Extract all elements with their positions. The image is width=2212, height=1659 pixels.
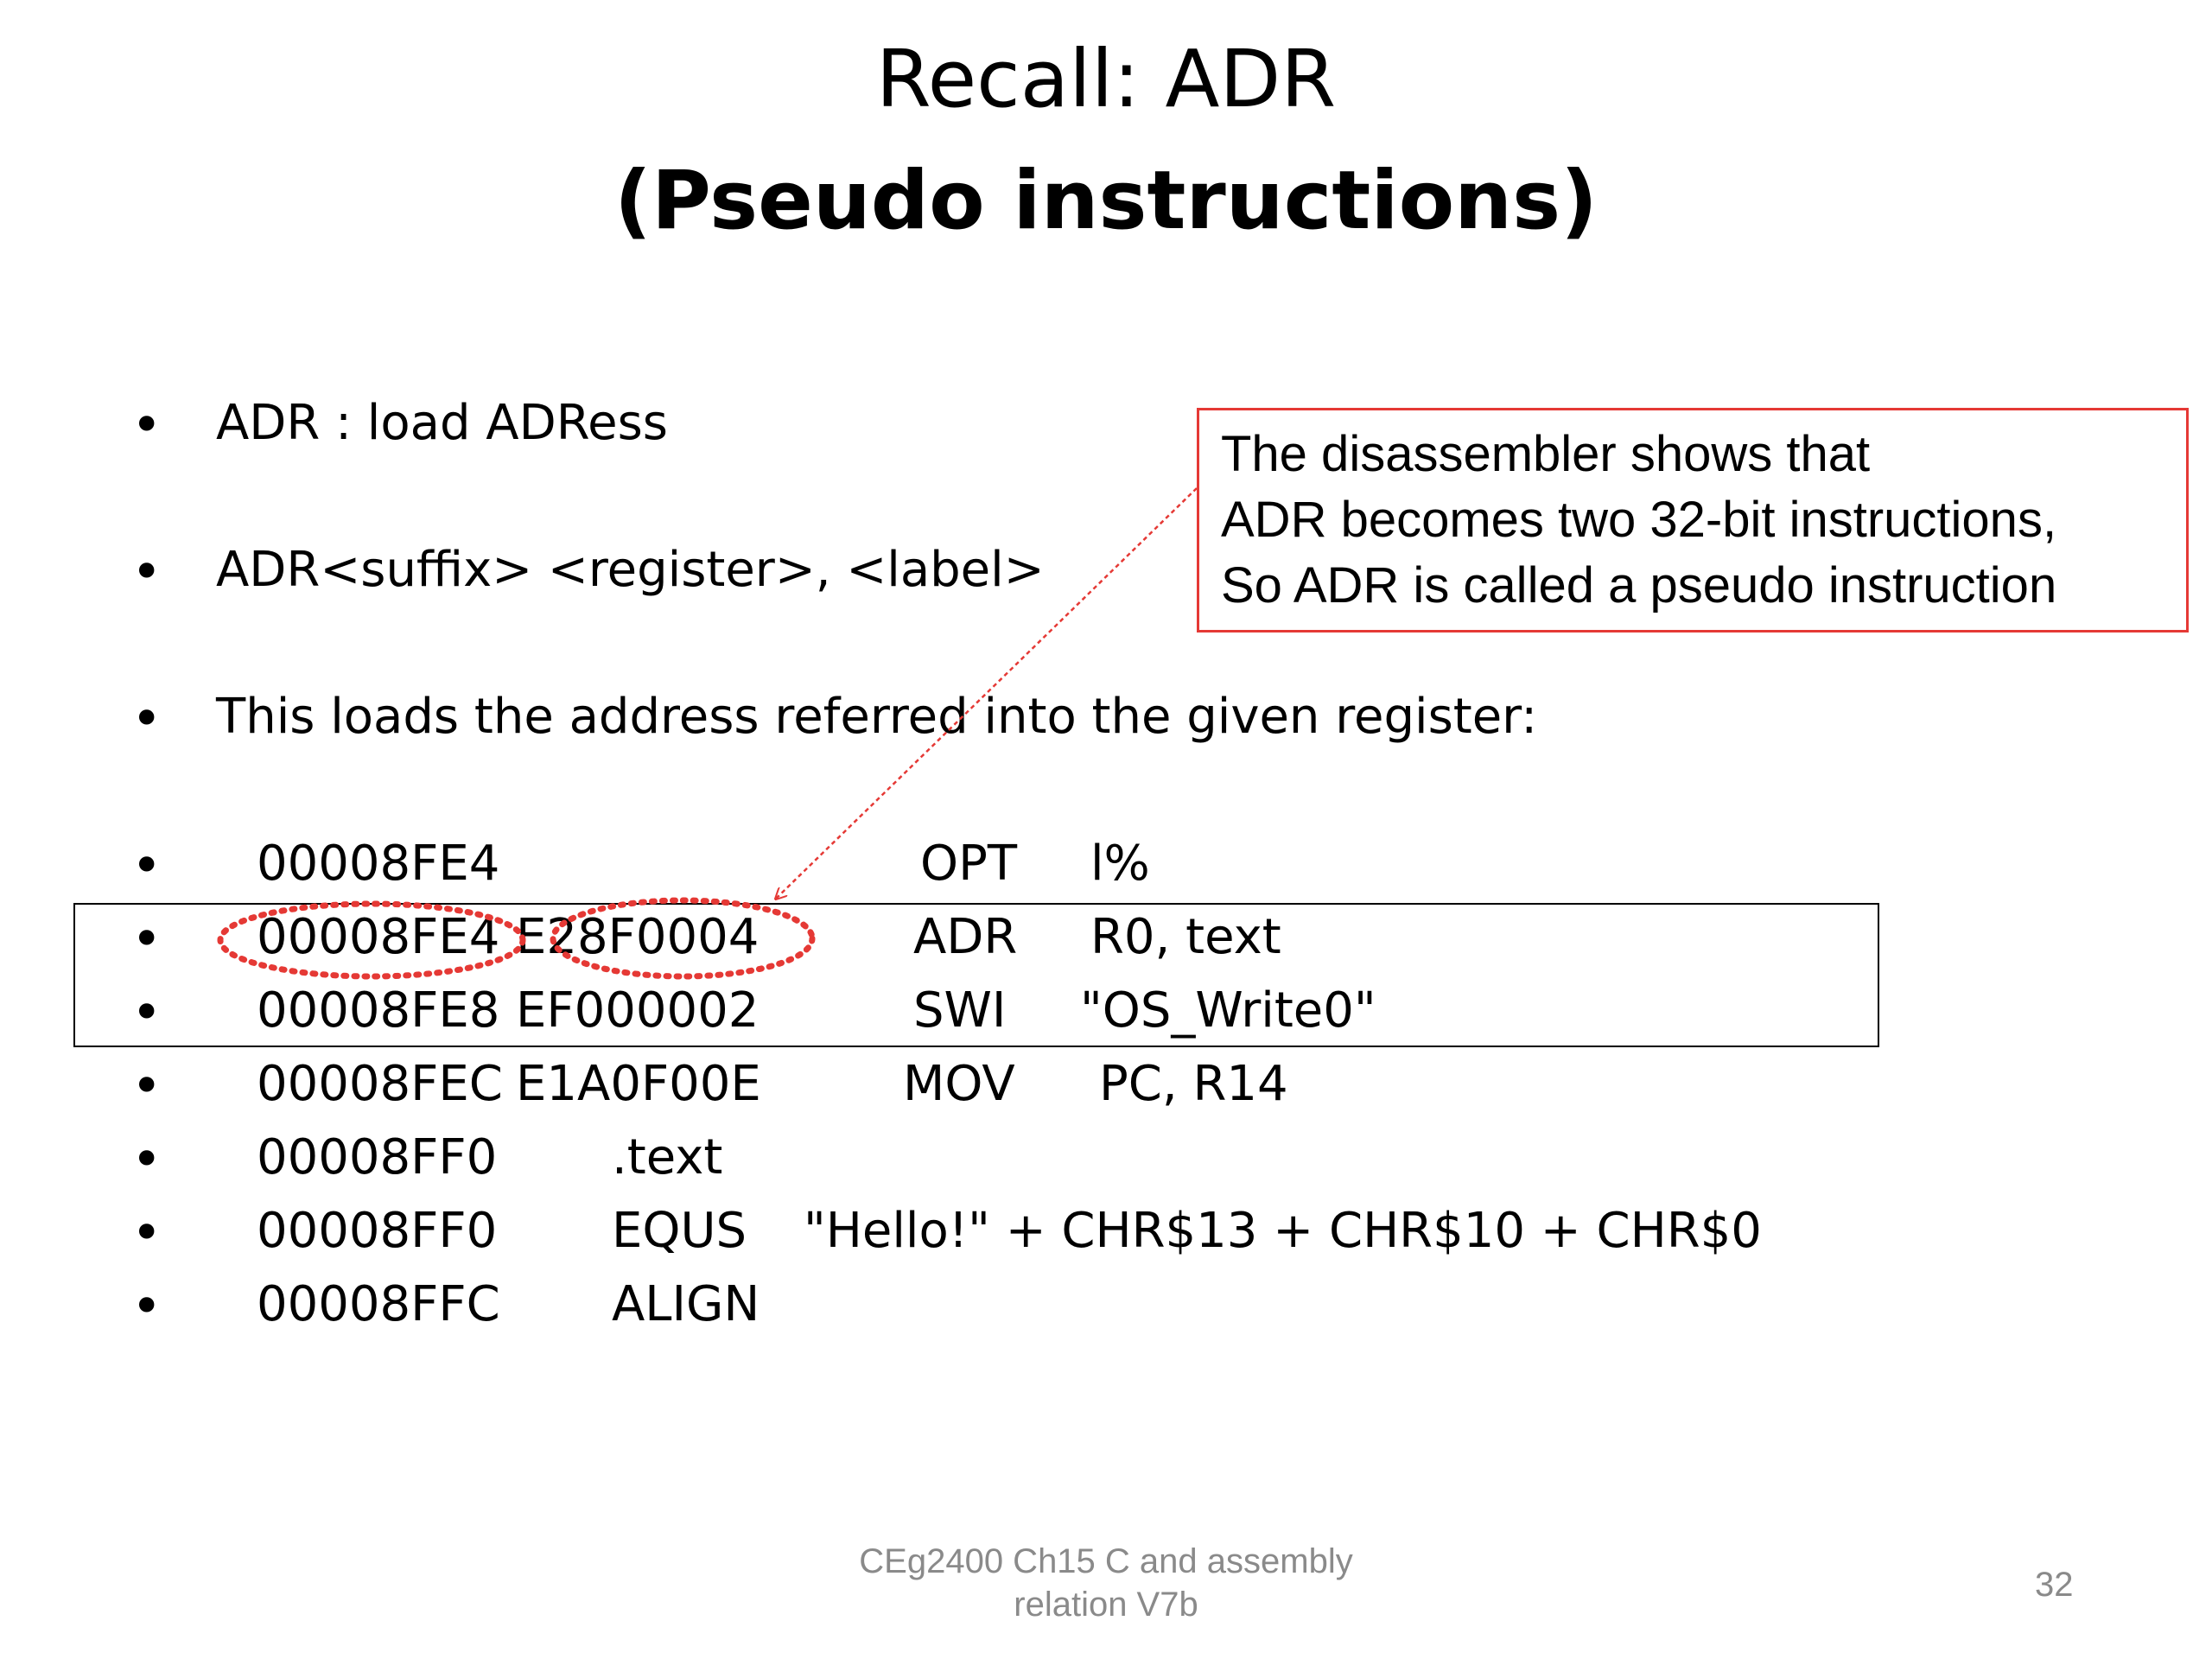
code-operands: PC, R14 — [1099, 1056, 1288, 1112]
code-operands: R0, text — [1090, 909, 1281, 965]
bullet-marker: • — [131, 542, 162, 602]
slide-subtitle: (Pseudo instructions) — [613, 154, 1598, 248]
bullet-marker: • — [131, 982, 162, 1043]
bullet-adr-syntax: ADR<suffix> <register>, <label> — [216, 542, 1045, 598]
callout-line: So ADR is called a pseudo instruction — [1221, 557, 2057, 613]
bullet-marker: • — [131, 395, 162, 455]
code-opcode: ADR — [913, 909, 1018, 965]
callout-arrow — [776, 487, 1198, 899]
code-opcode: ALIGN — [612, 1276, 760, 1332]
ellipse-hex-highlight — [550, 897, 816, 980]
code-operands: "OS_Write0" — [1080, 982, 1376, 1039]
code-hex: E1A0F00E — [516, 1056, 761, 1112]
code-address: 00008FF0 — [257, 1129, 498, 1185]
code-operands: l% — [1090, 836, 1150, 892]
callout-line: ADR becomes two 32-bit instructions, — [1221, 492, 2057, 548]
code-opcode: .text — [612, 1129, 723, 1185]
code-hex: EF000002 — [516, 982, 760, 1039]
footer-course-line1: CEg2400 Ch15 C and assembly — [859, 1542, 1353, 1580]
code-opcode: SWI — [913, 982, 1007, 1039]
code-address: 00008FE4 — [257, 836, 500, 892]
code-address: 00008FE8 — [257, 982, 500, 1039]
footer-course-line2: relation V7b — [1014, 1586, 1198, 1624]
code-opcode: MOV — [903, 1056, 1015, 1112]
slide-title: Recall: ADR — [875, 33, 1337, 125]
code-address: 00008FE4 — [257, 909, 500, 965]
bullet-marker: • — [131, 1056, 162, 1116]
bullet-marker: • — [131, 689, 162, 749]
code-opcode: OPT — [920, 836, 1018, 892]
code-opcode: EQUS — [612, 1203, 747, 1259]
code-address: 00008FFC — [257, 1276, 500, 1332]
code-operands: "Hello!" + CHR$13 + CHR$10 + CHR$0 — [804, 1203, 1762, 1259]
bullet-adr-definition: ADR : load ADRess — [216, 395, 668, 451]
bullet-marker: • — [131, 1129, 162, 1190]
code-hex: E28F0004 — [516, 909, 760, 965]
bullet-marker: • — [131, 836, 162, 896]
bullet-adr-description: This loads the address referred into the… — [216, 689, 1538, 745]
callout-line: The disassembler shows that — [1221, 426, 1871, 482]
page-number: 32 — [2035, 1566, 2074, 1604]
callout-box: The disassembler shows that ADR becomes … — [1197, 408, 2189, 632]
highlight-box — [73, 903, 1879, 1047]
ellipse-address-highlight — [217, 900, 526, 980]
bullet-marker: • — [131, 1203, 162, 1263]
bullet-marker: • — [131, 909, 162, 969]
code-address: 00008FEC — [257, 1056, 503, 1112]
bullet-marker: • — [131, 1276, 162, 1337]
code-address: 00008FF0 — [257, 1203, 498, 1259]
